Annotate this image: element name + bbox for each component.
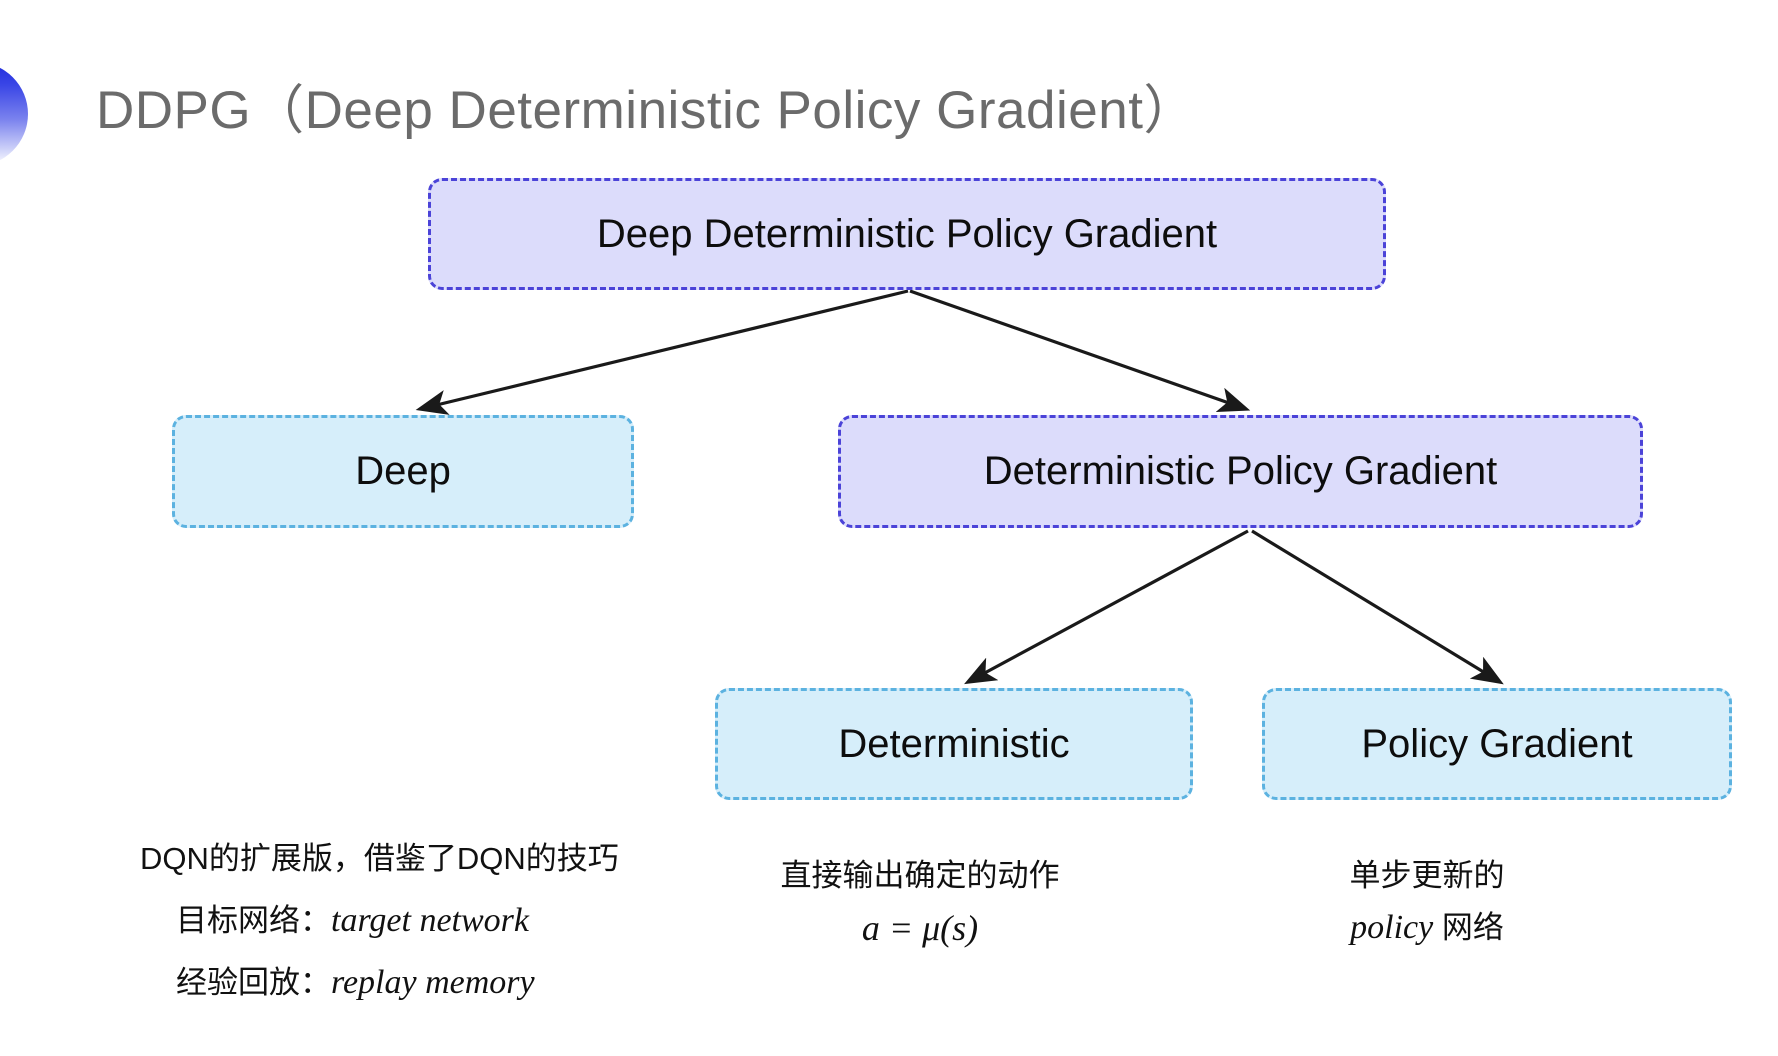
page-title: DDPG（Deep Deterministic Policy Gradient） xyxy=(96,81,1197,140)
caption-deep-line2: 目标网络：target network xyxy=(140,890,619,952)
node-root-label: Deep Deterministic Policy Gradient xyxy=(596,211,1218,256)
caption-deep-line3-label: 经验回放： xyxy=(176,965,331,1000)
caption-deep: DQN的扩展版，借鉴了DQN的技巧 目标网络：target network 经验… xyxy=(140,828,619,1014)
node-deterministic[interactable]: Deterministic xyxy=(715,688,1193,800)
node-root[interactable]: Deep Deterministic Policy Gradient xyxy=(428,178,1386,290)
caption-deterministic-formula: a = μ(s) xyxy=(861,908,979,948)
node-deep[interactable]: Deep xyxy=(172,415,634,528)
caption-policy-gradient-tail: 网络 xyxy=(1433,910,1504,945)
edge-dpg-to-policy-gradient xyxy=(1251,529,1504,685)
caption-deep-line1: DQN的扩展版，借鉴了DQN的技巧 xyxy=(140,841,619,876)
node-deterministic-policy-gradient[interactable]: Deterministic Policy Gradient xyxy=(838,415,1643,528)
caption-policy-gradient-line1: 单步更新的 xyxy=(1349,858,1505,893)
caption-deterministic-line1: 直接输出确定的动作 xyxy=(780,858,1060,893)
edge-root-to-dpg xyxy=(909,289,1251,412)
caption-deep-line2-term: target network xyxy=(331,902,529,939)
node-dpg-label: Deterministic Policy Gradient xyxy=(983,449,1498,493)
node-deterministic-label: Deterministic xyxy=(838,721,1070,766)
node-policy-gradient-label: Policy Gradient xyxy=(1361,721,1633,766)
title-bullet-icon xyxy=(0,62,28,166)
caption-deep-line3-term: replay memory xyxy=(331,964,535,1001)
caption-policy-gradient-term: policy xyxy=(1350,909,1434,946)
node-deep-label: Deep xyxy=(355,449,451,493)
caption-policy-gradient-line2: policy 网络 xyxy=(1262,902,1592,954)
caption-deep-line2-label: 目标网络： xyxy=(176,903,331,938)
node-policy-gradient[interactable]: Policy Gradient xyxy=(1262,688,1732,800)
caption-policy-gradient: 单步更新的 policy 网络 xyxy=(1262,850,1592,954)
edge-dpg-to-deterministic xyxy=(964,529,1249,685)
caption-deep-line3: 经验回放：replay memory xyxy=(140,952,619,1014)
edge-root-to-deep xyxy=(415,289,909,415)
caption-deterministic: 直接输出确定的动作 a = μ(s) xyxy=(760,850,1080,954)
